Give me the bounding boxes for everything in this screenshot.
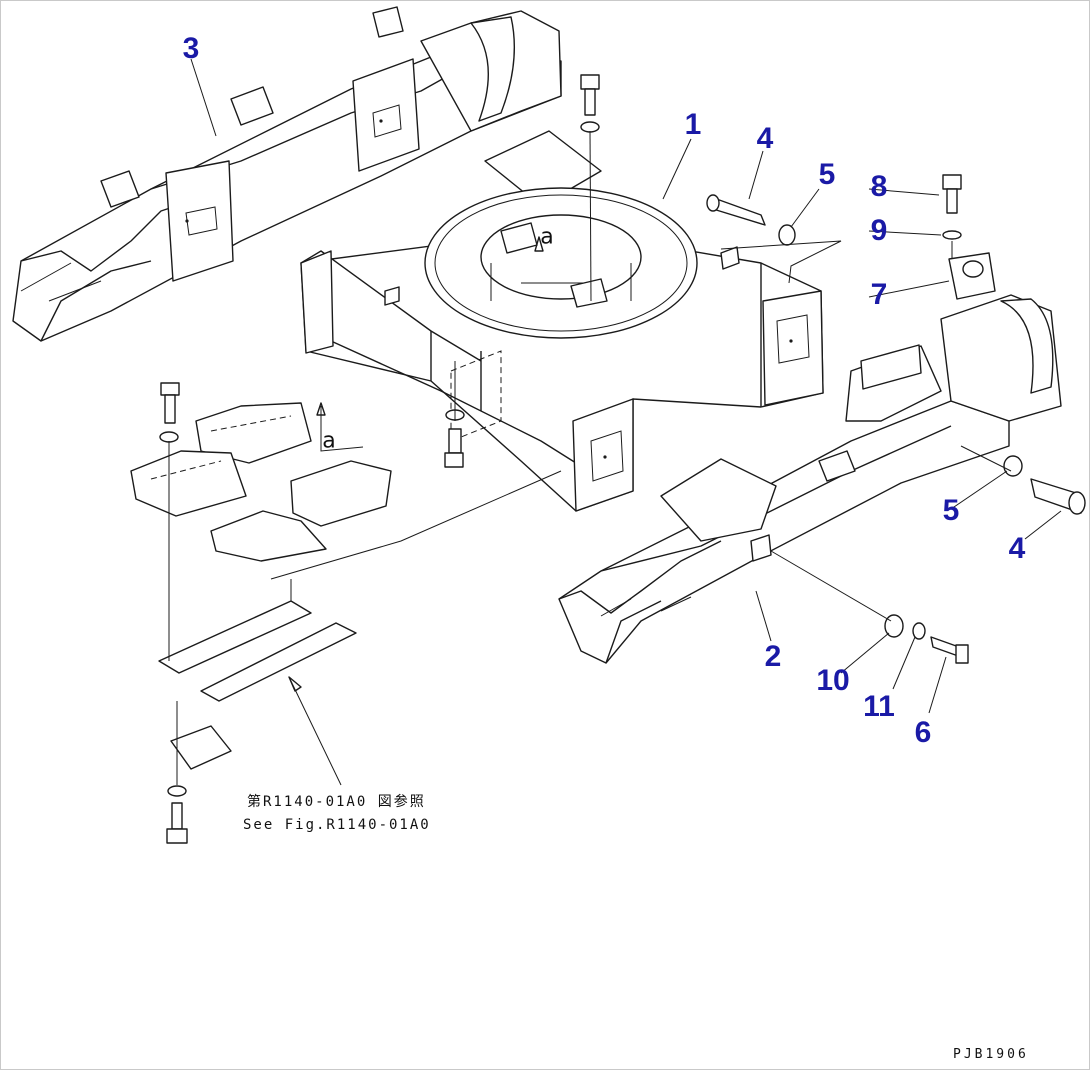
callout-2: 2 [764, 640, 782, 673]
view-marker-a-left: a [322, 428, 336, 454]
callout-11: 11 [863, 690, 895, 723]
leader-lines [168, 58, 1062, 786]
callout-9: 10 [816, 664, 850, 697]
cover-plates [130, 402, 392, 770]
track-frame-right [558, 294, 1062, 664]
callout-5-bottom: 5 [942, 494, 960, 527]
callout-7: 8 [870, 170, 888, 203]
callout-10: 6 [914, 716, 932, 749]
callout-6: 7 [870, 278, 888, 311]
reference-note-english: See Fig.R1140-01A0 [243, 817, 431, 833]
callout-4-top: 4 [756, 122, 774, 155]
view-marker-a-top: a [540, 224, 554, 250]
fasteners [159, 74, 1086, 844]
callout-3: 3 [182, 32, 200, 65]
main-frame [300, 130, 824, 512]
track-frame-left [12, 6, 562, 342]
callout-1: 1 [684, 108, 702, 141]
drawing-code: PJB1906 [953, 1047, 1029, 1062]
callout-8: 9 [870, 214, 888, 247]
callout-5-top: 5 [818, 158, 836, 191]
callout-4-bottom: 4 [1008, 532, 1026, 565]
reference-note-japanese: 第R1140-01A0 図参照 [247, 794, 426, 810]
